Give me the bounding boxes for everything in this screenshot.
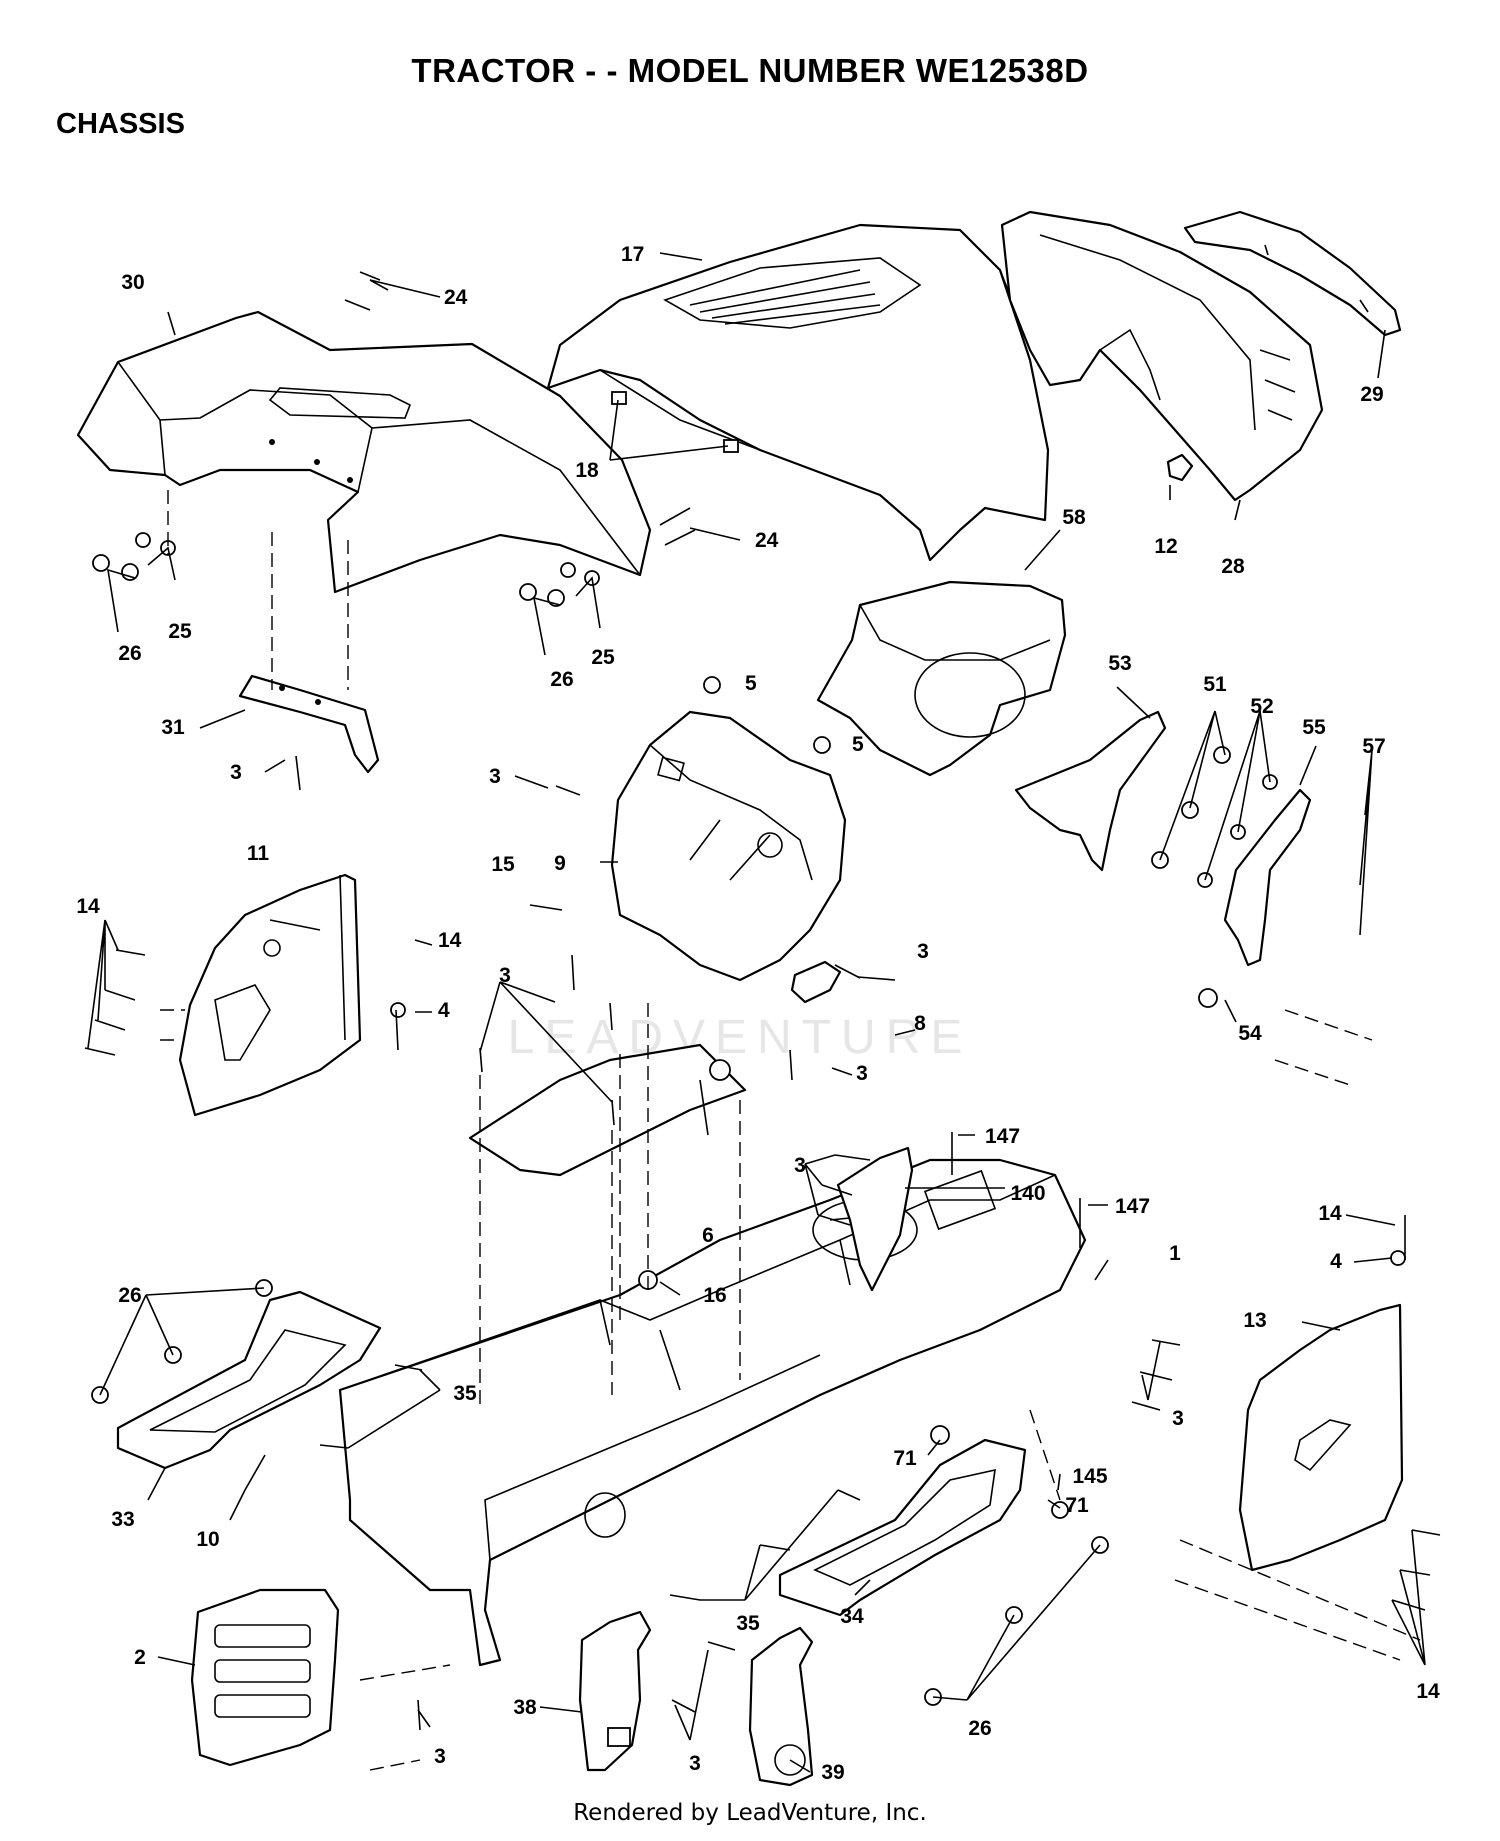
part-nose-grille[interactable] [1183,210,1402,337]
callout-54: 54 [1238,1022,1262,1045]
callout-3: 3 [689,1752,701,1775]
callout-labels: 30 24 17 29 18 24 12 28 25 26 25 26 58 5… [76,243,1440,1784]
callout-25: 25 [168,620,192,643]
part-grille-housing[interactable] [1000,210,1324,502]
part-main-frame[interactable] [338,1158,1087,1667]
callout-10: 10 [196,1528,219,1551]
callout-3: 3 [1172,1407,1184,1430]
part-front-bracket[interactable] [190,1588,340,1767]
alignment-lines [160,490,1421,1771]
callout-14: 14 [1416,1680,1440,1703]
callout-6: 6 [702,1224,714,1247]
callout-3: 3 [434,1745,446,1768]
callout-24: 24 [755,529,779,552]
callout-28: 28 [1221,555,1245,578]
callout-34: 34 [840,1605,864,1628]
callout-26: 26 [550,668,573,691]
callout-26: 26 [118,1284,141,1307]
part-cable-clip[interactable] [790,960,842,1004]
part-side-panel-right[interactable] [1238,1303,1404,1572]
callout-18: 18 [575,459,599,482]
callout-25: 25 [591,646,615,669]
footer-credit: Rendered by LeadVenture, Inc. [573,1800,927,1826]
callout-3: 3 [794,1154,806,1177]
part-bracket-55[interactable] [1223,788,1312,967]
exploded-view-diagram: 30 24 17 29 18 24 12 28 25 26 25 26 58 5… [76,210,1441,1787]
callout-55: 55 [1302,716,1326,739]
callout-51: 51 [1203,673,1227,696]
callout-3: 3 [230,761,242,784]
callout-33: 33 [111,1508,134,1531]
callout-8: 8 [914,1012,926,1035]
part-bracket-38[interactable] [578,1610,652,1772]
callout-35: 35 [453,1382,477,1405]
callout-145: 145 [1072,1465,1107,1488]
callout-12: 12 [1154,535,1177,558]
part-seat-bracket[interactable] [238,674,380,774]
callout-2: 2 [134,1646,146,1669]
callout-71: 71 [893,1447,917,1470]
callout-14: 14 [1318,1202,1342,1225]
part-footrest-left[interactable] [116,1290,382,1470]
callout-31: 31 [161,716,185,739]
callout-38: 38 [513,1696,537,1719]
callout-71: 71 [1065,1494,1089,1517]
part-bracket-39[interactable] [748,1626,814,1787]
callout-57: 57 [1362,735,1385,758]
callout-15: 15 [491,853,515,876]
callout-29: 29 [1360,383,1383,406]
callout-4: 4 [1330,1250,1342,1273]
callout-147: 147 [1115,1195,1150,1218]
callout-14: 14 [438,929,462,952]
callout-3: 3 [856,1062,868,1085]
watermark: LEADVENTURE [507,1011,973,1064]
leader-lines [87,252,1426,1773]
diagram-title: TRACTOR - - MODEL NUMBER WE12538D [411,52,1089,89]
callout-3: 3 [917,940,929,963]
callout-11: 11 [247,842,270,865]
callout-5: 5 [745,672,757,695]
callout-39: 39 [821,1761,844,1784]
part-footrest-right[interactable] [778,1438,1027,1617]
callout-26: 26 [118,642,141,665]
part-dash-panel[interactable] [610,710,847,982]
part-heat-shield[interactable] [816,580,1067,777]
callout-53: 53 [1108,652,1131,675]
callout-24: 24 [444,286,468,309]
callout-35: 35 [736,1612,760,1635]
section-title: CHASSIS [56,108,185,140]
callout-140: 140 [1010,1182,1045,1205]
callout-3: 3 [499,964,511,987]
callout-26: 26 [968,1717,991,1740]
callout-16: 16 [703,1284,726,1307]
part-fender[interactable] [76,310,652,594]
callout-4: 4 [438,999,450,1022]
callout-14: 14 [76,895,100,918]
part-clip[interactable] [1166,453,1194,482]
part-side-panel-left[interactable] [178,873,362,1117]
callout-147: 147 [985,1125,1020,1148]
callout-52: 52 [1250,695,1273,718]
part-frame-bracket[interactable] [836,1146,914,1292]
callout-17: 17 [621,243,644,266]
callout-58: 58 [1062,506,1086,529]
callout-13: 13 [1243,1309,1266,1332]
part-mount-plate[interactable] [468,1043,747,1177]
part-hood[interactable] [546,223,1050,562]
callout-5: 5 [852,733,864,756]
callout-30: 30 [121,271,144,294]
callout-9: 9 [554,852,566,875]
part-bracket-53[interactable] [1014,710,1167,872]
callout-3: 3 [489,765,501,788]
callout-1: 1 [1169,1242,1181,1265]
